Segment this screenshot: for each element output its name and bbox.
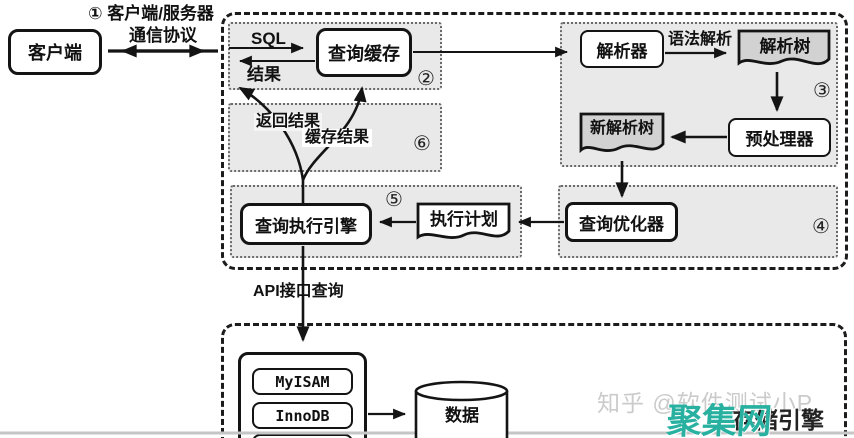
protocol-label-line1: ① 客户端/服务器 [88,4,214,23]
watermark-site-logo: 聚集网 [665,402,774,438]
execution-engine-box: 查询执行引擎 [240,203,372,245]
result-label: 结果 [247,65,281,84]
protocol-label-line2: 通信协议 [129,26,197,45]
server-layer-box [221,12,848,270]
watermark-zhihu: 知乎 @软件测试小P [597,390,814,416]
preprocessor-label: 预处理器 [745,130,814,149]
parser-box: 解析器 [580,30,664,68]
client-box: 客户端 [8,29,102,75]
parser-label: 解析器 [596,41,648,61]
cache-result-label: 缓存结果 [302,129,373,148]
execution-plan-label: 执行计划 [430,210,498,229]
sql-label: SQL [251,29,286,48]
query-cache-label: 查询缓存 [328,43,400,64]
section-number-4: ④ [812,216,830,238]
optimizer-label: 查询优化器 [579,214,664,234]
preprocessor-box: 预处理器 [728,118,831,157]
engine-myisam-box: MyISAM [252,368,353,395]
client-label: 客户端 [28,43,82,63]
storage-engine-label: 存储引擎 [732,407,824,433]
section-number-6: ⑥ [413,133,431,155]
engine-innodb-box: InnoDB [252,402,353,429]
section-number-3: ③ [813,80,831,102]
data-label: 数据 [445,406,479,425]
parse-tree-label: 解析树 [759,37,811,56]
engine-myisam-label: MyISAM [275,372,330,391]
section-number-5: ⑤ [385,189,403,211]
storage-layer-box [221,323,847,438]
engine-innodb-label: InnoDB [275,406,330,425]
section-number-2: ② [417,68,435,90]
syntax-parse-label: 语法解析 [668,31,733,48]
new-parse-tree-label: 新解析树 [589,120,654,137]
optimizer-box: 查询优化器 [565,202,678,242]
query-cache-box: 查询缓存 [316,28,412,77]
execution-engine-label: 查询执行引擎 [255,216,357,236]
engine-other-box [252,434,353,438]
api-query-label: API接口查询 [253,283,344,300]
